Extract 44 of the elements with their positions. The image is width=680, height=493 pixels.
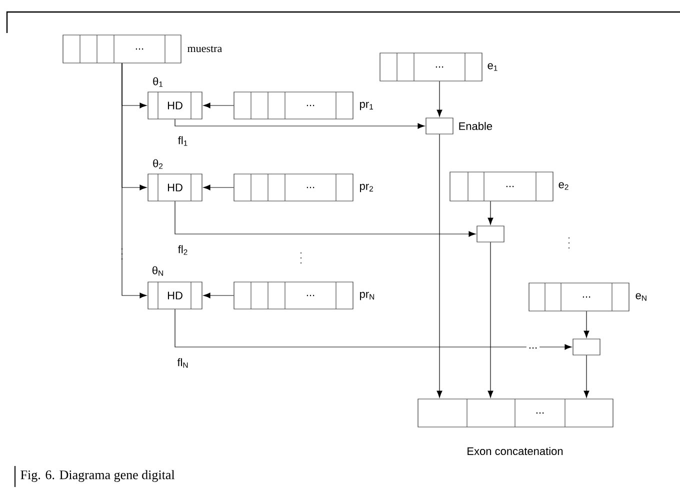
register-label: pr$_{1}$ [360, 102, 373, 110]
arrow [584, 311, 590, 338]
hd-box: HD [148, 282, 202, 310]
register-box: ... [234, 174, 354, 202]
hd-box: HD [148, 174, 202, 202]
enable-box [572, 338, 600, 356]
arrow [174, 119, 425, 129]
caption-label: Exon concatenation [468, 446, 563, 456]
register-label: pr$_{2}$ [360, 184, 373, 192]
arrow [203, 102, 234, 108]
enable-box [426, 118, 454, 134]
edge-label: fl$_{2}$ [176, 244, 190, 256]
enable-box [476, 226, 504, 242]
register-label: muestra [188, 46, 222, 52]
enable-label: Enable [459, 122, 492, 130]
arrow [436, 134, 442, 398]
threshold-label: θ$_{1}$ [153, 77, 163, 87]
arrow [174, 309, 572, 350]
register-box: ... [528, 282, 630, 312]
register-box: ... [62, 34, 182, 64]
threshold-label: θ$_{2}$ [153, 159, 163, 169]
arrow [584, 355, 590, 398]
ellipsis-label: ... [526, 345, 540, 351]
register-box: ... [234, 282, 354, 310]
register-box: ... [450, 172, 554, 202]
register-box: ... [418, 398, 614, 428]
edge-label: fl$_{N}$ [176, 357, 190, 369]
edge-label: fl$_{1}$ [176, 135, 190, 147]
arrow [174, 201, 476, 237]
register-label: e$_{N}$ [636, 293, 646, 301]
register-label: e$_{2}$ [558, 182, 568, 190]
register-box: ... [380, 52, 482, 82]
register-box: ... [234, 92, 354, 120]
arrow [203, 184, 234, 190]
threshold-label: θ$_{N}$ [152, 266, 163, 276]
register-label: e$_{1}$ [488, 63, 498, 71]
hd-box: HD [148, 92, 202, 120]
register-label: pr$_{N}$ [360, 292, 374, 300]
figure-caption: Fig. 6. Diagrama gene digital [20, 470, 175, 482]
arrow [436, 81, 442, 117]
arrow [488, 201, 494, 225]
arrow [488, 242, 494, 398]
arrow [203, 292, 234, 298]
arrow [122, 63, 147, 298]
